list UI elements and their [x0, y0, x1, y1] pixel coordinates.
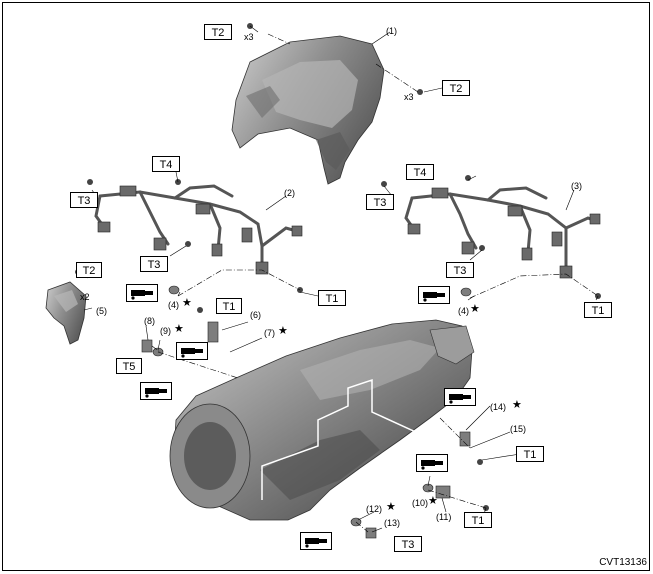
fluid-application-icon [418, 286, 450, 304]
callout-7: (7) [264, 328, 275, 338]
torque-label-t2-top: T2 [204, 24, 232, 40]
fluid-application-icon [416, 454, 448, 472]
torque-label-t4-left: T4 [152, 156, 180, 172]
wiring-harness-part-3 [404, 186, 600, 274]
callout-5: (5) [96, 306, 107, 316]
star-marker-4-right: ★ [470, 303, 480, 315]
star-marker-7: ★ [278, 325, 288, 337]
callout-4-right: (4) [458, 306, 469, 316]
fluid-application-icon [176, 342, 208, 360]
torque-label-t2-right: T2 [442, 80, 470, 96]
fluid-application-icon [444, 388, 476, 406]
callout-2: (2) [284, 188, 295, 198]
fluid-application-icon [140, 382, 172, 400]
callout-6: (6) [250, 310, 261, 320]
callout-1: (1) [386, 26, 397, 36]
quantity-heat-shield-right: x3 [404, 92, 414, 102]
torque-label-t3-right-top: T3 [366, 194, 394, 210]
torque-label-t1-harness-right: T1 [584, 302, 612, 318]
callout-9: (9) [160, 326, 171, 336]
star-marker-12: ★ [386, 501, 396, 513]
torque-label-t3-left-top: T3 [70, 192, 98, 208]
callout-4-left: (4) [168, 300, 179, 310]
torque-label-t1-harness-left: T1 [318, 290, 346, 306]
torque-label-t1-part6: T1 [216, 298, 242, 314]
callout-13: (13) [384, 518, 401, 528]
callout-10: (10) [412, 498, 429, 508]
callout-15: (15) [510, 424, 527, 434]
callout-14: (14) [490, 402, 507, 412]
leader-lines [79, 25, 599, 533]
quantity-bracket: x2 [80, 292, 90, 302]
torque-label-t3-bottom: T3 [394, 536, 422, 552]
bracket-part-5 [45, 281, 87, 345]
torque-label-t3-left-bottom: T3 [140, 256, 168, 272]
torque-label-t5: T5 [116, 358, 142, 374]
torque-label-t3-right-bottom: T3 [446, 262, 474, 278]
torque-label-t1-part11: T1 [464, 512, 492, 528]
callout-11: (11) [436, 512, 452, 522]
torque-label-t1-part15: T1 [516, 446, 544, 462]
quantity-heat-shield-top: x3 [244, 32, 254, 42]
torque-label-t4-right: T4 [406, 164, 434, 180]
star-marker-9: ★ [174, 323, 184, 335]
dash-dot-lines [151, 33, 599, 533]
harness-2-connectors [97, 185, 303, 275]
star-marker-10: ★ [428, 495, 438, 507]
heat-shield-part-1 [231, 35, 385, 185]
star-marker-4-left: ★ [182, 297, 192, 309]
harness-3-connectors [407, 187, 601, 279]
small-parts [141, 285, 472, 539]
callout-8: (8) [144, 316, 155, 326]
wiring-harness-part-2 [94, 184, 302, 270]
fluid-application-icon [300, 532, 332, 550]
callout-12: (12) [366, 504, 383, 514]
transmission-assembly [169, 319, 475, 521]
fluid-application-icon [126, 284, 158, 302]
torque-label-t2-bracket: T2 [76, 262, 102, 278]
callout-3: (3) [571, 181, 582, 191]
diagram-code: CVT13136 [599, 557, 647, 568]
star-marker-14: ★ [512, 399, 522, 411]
